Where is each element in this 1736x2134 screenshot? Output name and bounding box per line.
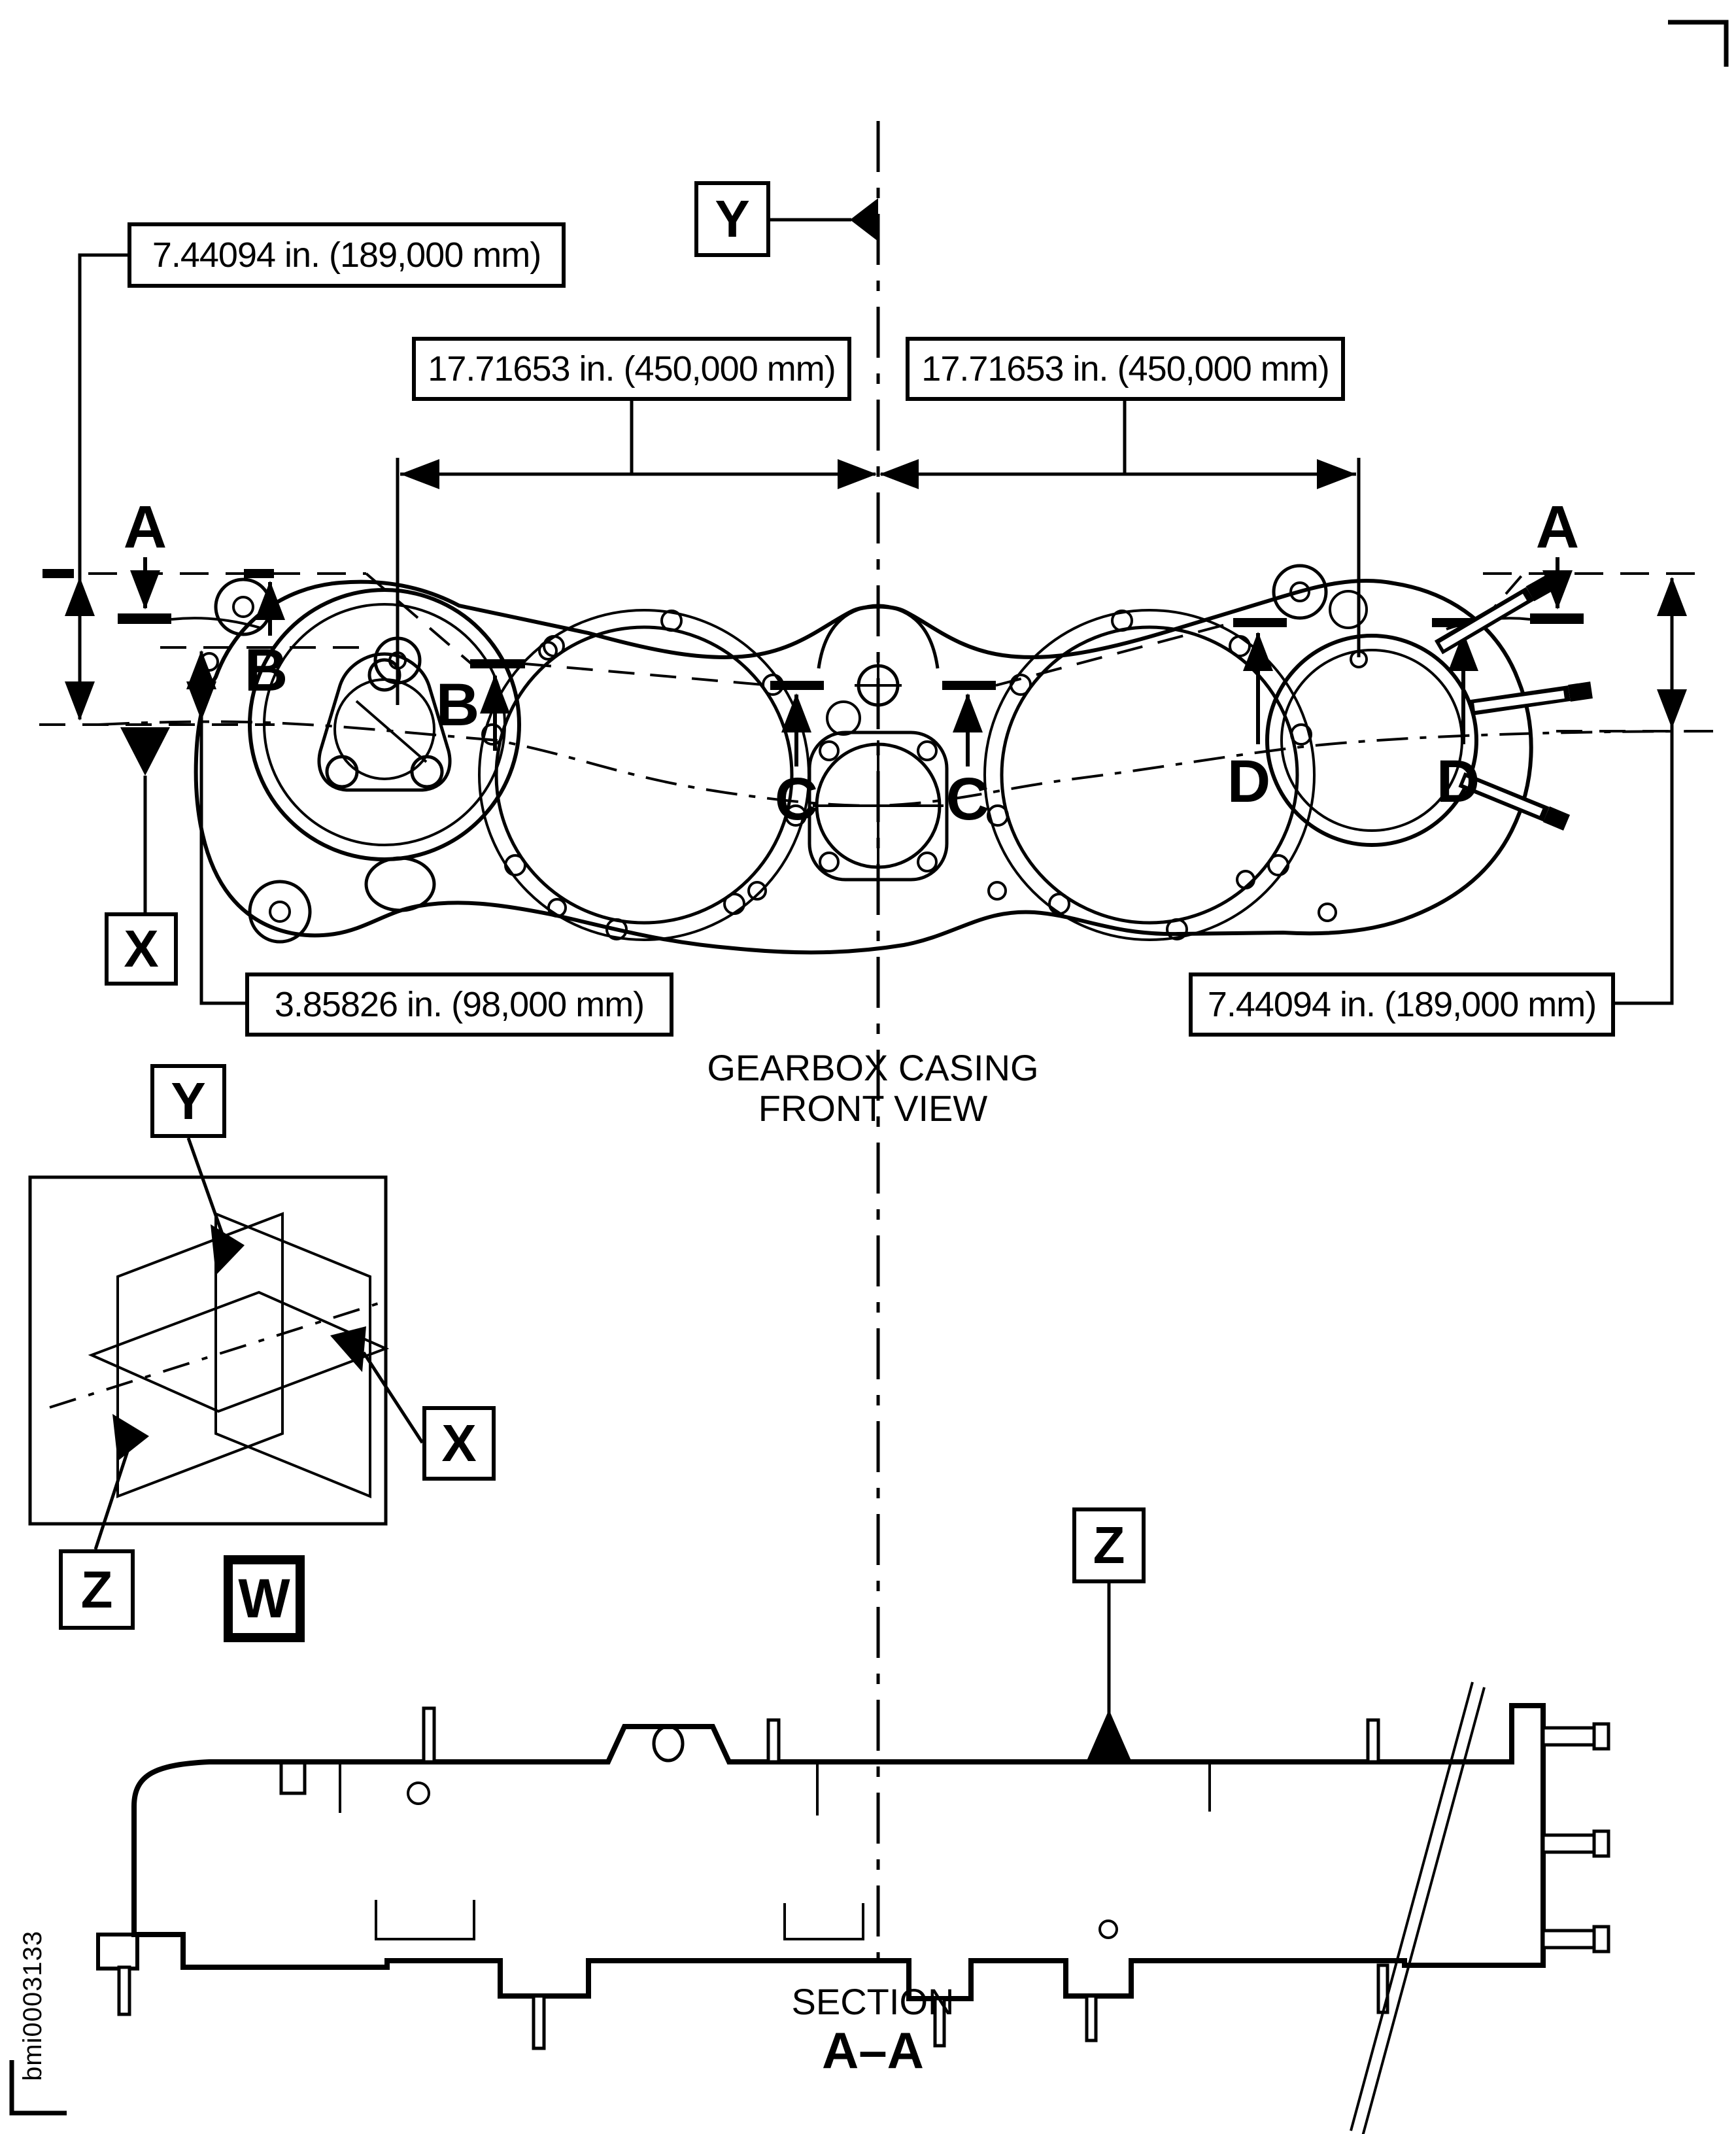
z-plane-leader [1087,1583,1131,1761]
section-arrow-a-left: A [123,494,167,560]
callout-c-right: C [945,766,990,833]
section-arrow-a-right: A [1535,494,1580,560]
callout-d-right: D [1436,748,1480,815]
y-plane-box: Y [694,181,770,257]
y-axis-box: Y [150,1064,226,1138]
dimension-left-vertical [65,253,245,1005]
callout-d-left: D [1227,748,1271,815]
callout-b-right: B [435,672,480,738]
x-axis-arrow-triangle [330,1326,366,1372]
dim-box-98-lower-left: 3.85826 in. (98,000 mm) [245,972,673,1037]
gearbox-casing-front-view [97,564,1714,955]
y-axis-label: Y [171,1071,206,1130]
x-axis-label: X [441,1414,477,1472]
x-plane-label: X [124,920,159,978]
x-plane-arrow-triangle [120,727,170,776]
z-plane-label: Z [1093,1516,1125,1574]
dim-box-189-top-left: 7.44094 in. (189,000 mm) [128,222,566,288]
z-axis-arrow-triangle [112,1414,149,1461]
z-axis-box: Z [59,1549,135,1630]
y-plane-leader [770,198,878,241]
dimension-right-vertical [1612,577,1687,1005]
z-axis-label: Z [80,1560,113,1619]
figure-code: bmi0003133 [18,1930,47,2081]
x-axis-box: X [422,1406,496,1481]
y-plane-label: Y [715,190,750,248]
dim-box-450-left: 17.71653 in. (450,000 mm) [412,337,851,401]
section-aa-drawing [96,1681,1610,2134]
w-datum-box: W [224,1555,305,1642]
z-plane-box: Z [1072,1507,1146,1583]
y-plane-arrow-triangle [850,198,878,241]
w-datum-label: W [238,1568,290,1629]
front-view-caption-line1: GEARBOX CASING [707,1047,1039,1088]
front-view-caption-line2: FRONT VIEW [758,1088,988,1129]
section-caption-line1: SECTION [791,1981,955,2022]
callout-b-left: B [244,637,288,704]
sheet-corner-marks [9,20,1729,2116]
x-plane-leader [120,727,170,912]
callout-c-left: C [774,766,819,833]
axes-key-drawing [28,1137,424,1550]
dim-box-450-right: 17.71653 in. (450,000 mm) [906,337,1345,401]
casing-studs [1434,574,1593,831]
x-plane-box: X [105,912,178,986]
z-plane-arrow-triangle [1087,1710,1131,1761]
y-axis-arrow-triangle [211,1224,245,1275]
section-caption-line2: A–A [821,2022,925,2079]
dim-box-189-lower-right: 7.44094 in. (189,000 mm) [1189,972,1615,1037]
